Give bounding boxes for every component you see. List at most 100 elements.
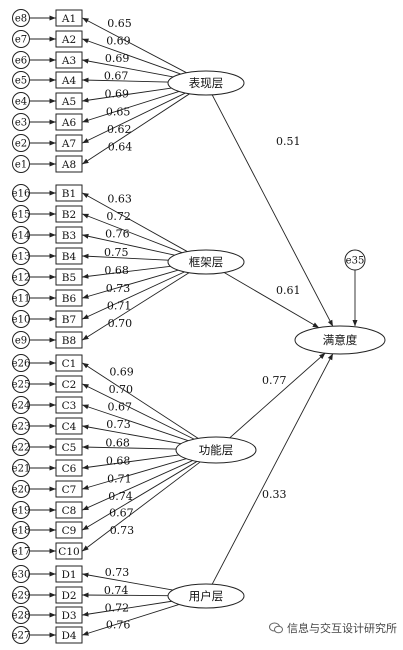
watermark-text: 信息与交互设计研究所	[287, 622, 397, 635]
indicator-box	[55, 310, 83, 328]
watermark: 信息与交互设计研究所	[269, 620, 397, 636]
error-label: e25	[12, 380, 31, 391]
structural-path-kuangjia	[223, 272, 320, 329]
loading-value: 0.65	[106, 106, 131, 119]
structural-path-yonghu	[211, 353, 334, 585]
error-circle	[12, 438, 30, 456]
error-label: e5	[15, 76, 27, 87]
structural-path-gongneng	[229, 352, 326, 439]
loading-value: 0.73	[106, 282, 131, 295]
error-circle	[12, 521, 30, 539]
indicator-box	[55, 51, 83, 69]
loading-value: 0.75	[104, 246, 129, 259]
error-circle	[12, 310, 30, 328]
error-circle	[12, 9, 30, 27]
error-circle	[12, 226, 30, 244]
indicator-box	[55, 354, 83, 372]
error-label: e7	[15, 35, 27, 46]
error-label: e18	[12, 526, 31, 537]
indicator-label: B6	[62, 293, 77, 305]
indicator-box	[55, 586, 83, 604]
error-label: e10	[12, 315, 31, 326]
error-circle	[12, 542, 30, 560]
error-label: e9	[15, 336, 27, 347]
error-label: e22	[12, 443, 31, 454]
loading-arrow	[82, 404, 189, 442]
loading-value: 0.74	[104, 584, 128, 597]
loading-value: 0.69	[109, 366, 134, 379]
indicator-label: B4	[62, 251, 77, 263]
loading-value: 0.71	[107, 300, 131, 313]
indicator-box	[55, 71, 83, 89]
error-circle	[12, 417, 30, 435]
indicator-label: A6	[61, 117, 77, 129]
loading-value: 0.73	[110, 524, 134, 537]
path-coefficient-kuangjia: 0.61	[276, 284, 301, 297]
indicator-label: B5	[62, 272, 76, 284]
loading-arrow	[82, 91, 180, 123]
indicator-label: C4	[62, 421, 77, 433]
error-circle	[12, 134, 30, 152]
indicator-label: C2	[62, 379, 77, 391]
indicator-label: B2	[62, 209, 76, 221]
error-label: e26	[12, 359, 31, 370]
loading-arrow	[82, 77, 169, 83]
error-label: e30	[12, 570, 31, 581]
indicator-label: C7	[62, 484, 77, 496]
loading-value: 0.76	[105, 228, 129, 241]
loading-value: 0.72	[105, 602, 129, 615]
indicator-box	[55, 184, 83, 202]
indicator-label: D1	[61, 569, 76, 581]
loading-arrow	[82, 444, 177, 450]
indicator-box	[55, 521, 83, 539]
error-label: e29	[12, 591, 31, 602]
error-circle	[12, 184, 30, 202]
error-circle	[12, 375, 30, 393]
loading-arrow	[82, 460, 193, 511]
structural-path-biaoxian	[211, 94, 334, 327]
loading-value: 0.73	[106, 418, 131, 431]
error-label: e15	[12, 210, 31, 221]
error-label: e11	[12, 294, 31, 305]
error-circle	[12, 247, 30, 265]
error-circle	[12, 289, 30, 307]
loading-value: 0.73	[105, 566, 130, 579]
loading-value: 0.67	[109, 507, 133, 520]
loading-arrow	[82, 253, 169, 261]
loading-value: 0.65	[107, 17, 132, 30]
loading-value: 0.74	[108, 490, 133, 503]
error-label: e23	[12, 422, 31, 433]
indicator-label: B7	[62, 314, 76, 326]
indicator-label: D3	[61, 610, 76, 622]
loading-arrow	[82, 17, 187, 74]
loading-value: 0.76	[106, 619, 131, 632]
indicator-box	[55, 565, 83, 583]
indicator-box	[55, 501, 83, 519]
loading-value: 0.67	[104, 69, 129, 82]
loading-arrow	[82, 92, 186, 144]
latent-label-kuangjia: 框架层	[189, 255, 224, 269]
indicator-box	[55, 375, 83, 393]
error-label: e21	[12, 464, 31, 475]
loading-arrow	[82, 362, 199, 439]
indicator-label: C3	[62, 400, 77, 412]
error-label: e16	[12, 189, 31, 200]
error-circle	[12, 606, 30, 624]
loading-arrow	[82, 87, 172, 103]
indicator-label: C8	[62, 505, 77, 517]
wechat-icon	[269, 622, 283, 634]
loading-arrow	[82, 572, 173, 591]
indicator-box	[55, 155, 83, 173]
indicator-box	[55, 396, 83, 414]
indicator-box	[55, 417, 83, 435]
error-circle	[12, 205, 30, 223]
indicator-label: A8	[61, 159, 76, 171]
indicator-label: C6	[62, 463, 77, 475]
error-circle	[12, 565, 30, 583]
error-circle	[12, 626, 30, 644]
error-circle	[12, 155, 30, 173]
loading-value: 0.69	[105, 52, 130, 65]
loading-arrow	[82, 213, 183, 254]
loading-arrow	[82, 271, 185, 320]
latent-kuangjia	[167, 249, 245, 275]
